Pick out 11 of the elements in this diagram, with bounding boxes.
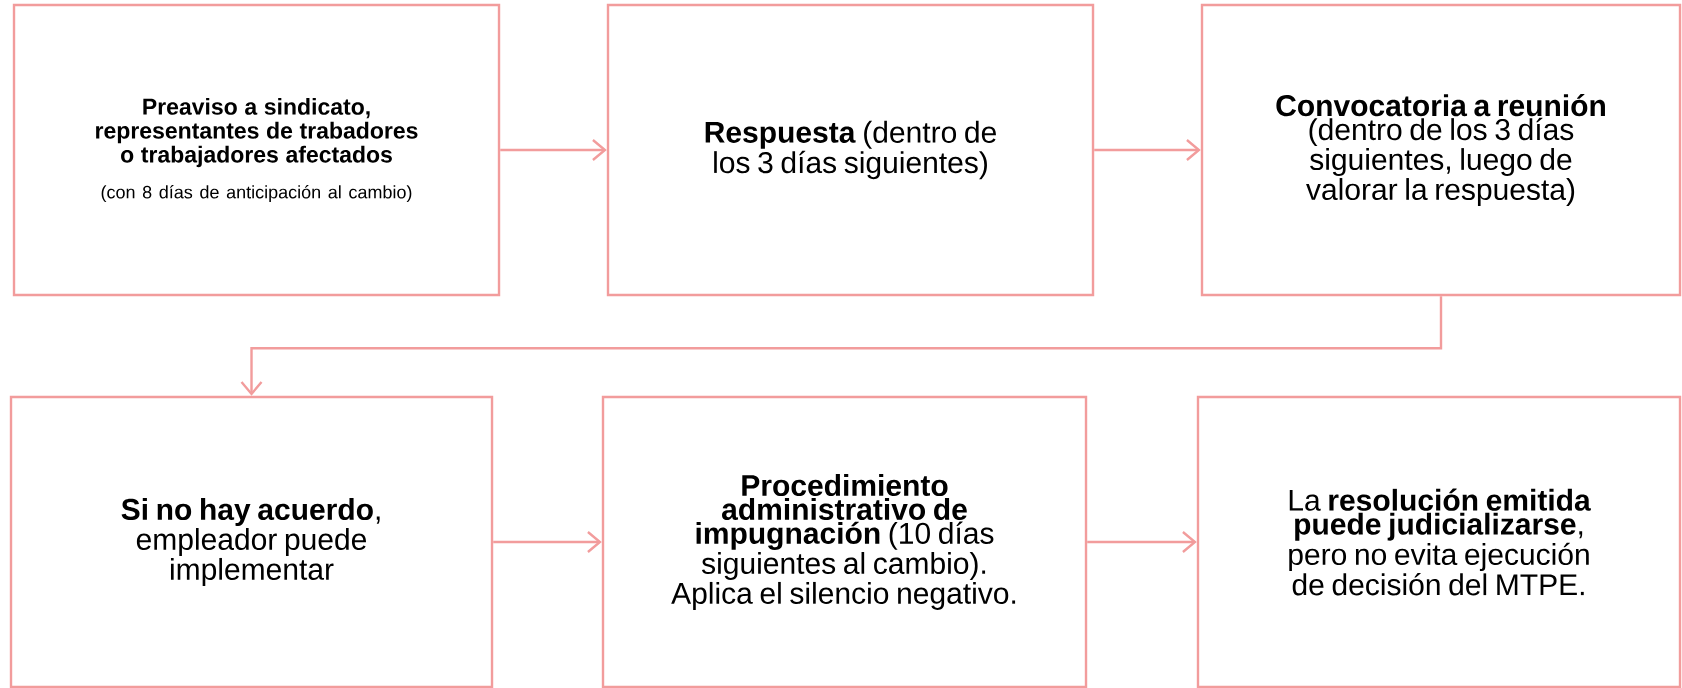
process-box: La resolución emitida puede judicializarse, pero no evita ejecución de decisión del MTPE. [1196, 395, 1682, 688]
arrow [500, 139, 607, 161]
arrow [1087, 531, 1197, 553]
process-box: Respuesta (dentro de los 3 días siguientes) [606, 3, 1095, 297]
process-box: Si no hay acuerdo, empleador puede implementar [9, 395, 494, 688]
process-box: Convocatoria a reunión (dentro de los 3 días siguientes, luego de valorar la respuesta) [1200, 3, 1682, 297]
arrow [493, 531, 602, 553]
arrow [1094, 139, 1201, 161]
process-box: Preaviso a sindicato, representantes de trabadores o trabajadores afectados (con 8 días de anticipación al cambio) [12, 3, 501, 297]
arrow [240, 296, 1443, 396]
process-box: Procedimiento administrativo de impugnación (10 días siguientes al cambio). Aplica el silencio negativo. [601, 395, 1088, 688]
